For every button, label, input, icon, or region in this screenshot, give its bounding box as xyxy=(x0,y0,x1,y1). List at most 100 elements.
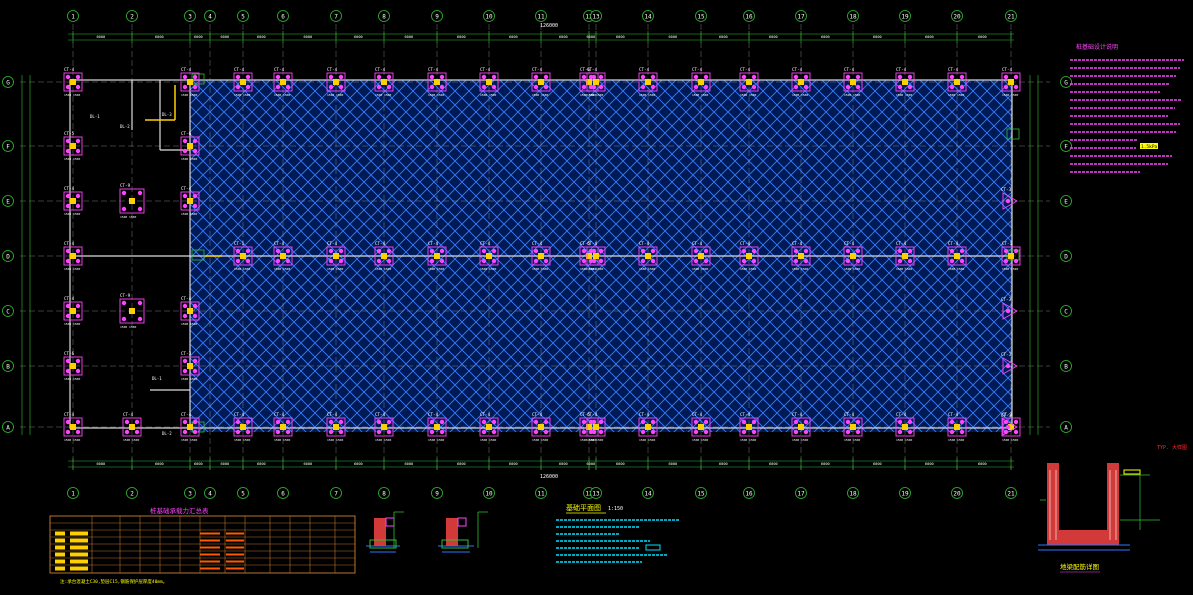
cap-outline xyxy=(374,246,394,266)
pile xyxy=(598,74,604,80)
column-stub xyxy=(240,79,246,85)
cap-dim: 1500 1500 xyxy=(234,438,250,442)
axis-bubble-C-1 xyxy=(1060,305,1072,317)
pile xyxy=(235,429,241,435)
cap-label: CT-4 xyxy=(587,412,598,417)
cap-dim: 1500 1500 xyxy=(274,93,290,97)
pile xyxy=(481,248,487,254)
axis-label-top-14: 14 xyxy=(644,490,652,497)
pile xyxy=(581,258,587,264)
cap-outline xyxy=(638,246,658,266)
axis-bubble-5-0 xyxy=(237,10,249,22)
axis-bubble-20-1 xyxy=(951,487,963,499)
axis-label-top-18: 18 xyxy=(849,13,857,20)
column-stub xyxy=(698,253,704,259)
pile xyxy=(328,258,334,264)
pile xyxy=(803,84,809,90)
pile xyxy=(640,429,646,435)
right-cap-1: CT-3 xyxy=(1001,297,1018,320)
axis-bubble-16-0 xyxy=(743,10,755,22)
pile xyxy=(386,429,392,435)
axis-label-top-13: 13 xyxy=(592,13,600,20)
cap-dim: 1500 1500 xyxy=(181,438,197,442)
column-stub xyxy=(746,424,752,430)
cap-label: CT-4 xyxy=(375,67,386,72)
grid-lines xyxy=(20,24,1050,470)
pile xyxy=(192,303,198,309)
cap-outline xyxy=(947,417,967,437)
pile xyxy=(1013,258,1019,264)
column-stub xyxy=(129,424,135,430)
cap-dim: 1500 1500 xyxy=(639,438,655,442)
cap-outline xyxy=(180,417,200,437)
notes-highlight: 1.5kPa xyxy=(1141,144,1158,150)
axis-label-top-17: 17 xyxy=(797,13,805,20)
pile xyxy=(439,429,445,435)
axis-label-top-7: 7 xyxy=(334,13,338,20)
pile xyxy=(75,358,81,364)
table-cell-0 xyxy=(70,531,88,536)
cap-dim: 1500 1500 xyxy=(1002,438,1018,442)
cap-dim: 1500 1500 xyxy=(532,93,548,97)
column-stub xyxy=(187,363,193,369)
pile xyxy=(581,74,587,80)
column-stub xyxy=(187,79,193,85)
column-stub xyxy=(645,424,651,430)
pile xyxy=(588,248,594,254)
cap-outline xyxy=(691,417,711,437)
axis-bubble-A-0 xyxy=(2,421,14,433)
dim-text-bottom-18: 6000 xyxy=(925,462,934,466)
axis-bubble-3-1 xyxy=(184,487,196,499)
pile xyxy=(75,258,81,264)
cap-dim: 1500 1500 xyxy=(181,212,197,216)
cap-label: CT-4 xyxy=(692,67,703,72)
cap-label: CT-4 xyxy=(692,412,703,417)
axis-label-top-16: 16 xyxy=(745,490,753,497)
axis-bubble-14-1 xyxy=(642,487,654,499)
table-swatch-3 xyxy=(55,552,65,557)
pile xyxy=(533,258,539,264)
pile xyxy=(386,248,392,254)
cap-outline xyxy=(739,72,759,92)
cap-label: CT-4 xyxy=(428,67,439,72)
cap-dim: 1500 1500 xyxy=(896,93,912,97)
axis-bubble-6-1 xyxy=(277,487,289,499)
plan-title: 基础平面图 xyxy=(566,503,601,512)
pile xyxy=(1013,74,1019,80)
cap-outline xyxy=(119,298,145,324)
axis-bubble-7-1 xyxy=(330,487,342,499)
pile xyxy=(598,248,604,254)
column-stub xyxy=(954,253,960,259)
axis-label-top-15: 15 xyxy=(697,490,705,497)
pile xyxy=(429,248,435,254)
pile xyxy=(439,248,445,254)
cap-outline xyxy=(791,72,811,92)
axis-bubble-18-0 xyxy=(847,10,859,22)
axis-bubble-2-1 xyxy=(126,487,138,499)
axis-label-E: E xyxy=(1064,198,1068,205)
cap-label: CT-5 xyxy=(64,131,75,136)
dim-text-top-14: 6000 xyxy=(719,35,728,39)
pile xyxy=(640,84,646,90)
pile xyxy=(650,74,656,80)
pile xyxy=(845,248,851,254)
cap-outline xyxy=(843,417,863,437)
cap-label: CT-4 xyxy=(64,412,75,417)
column-stub xyxy=(70,79,76,85)
pile xyxy=(429,429,435,435)
pile xyxy=(275,419,281,425)
dim-text-top-12: 6000 xyxy=(616,35,625,39)
cap-label: CT-6 xyxy=(64,351,75,356)
axis-bubble-A-1 xyxy=(1060,421,1072,433)
dim-text-top-2: 6000 xyxy=(194,35,203,39)
cap-label: CT-4 xyxy=(844,412,855,417)
pile xyxy=(182,419,188,425)
